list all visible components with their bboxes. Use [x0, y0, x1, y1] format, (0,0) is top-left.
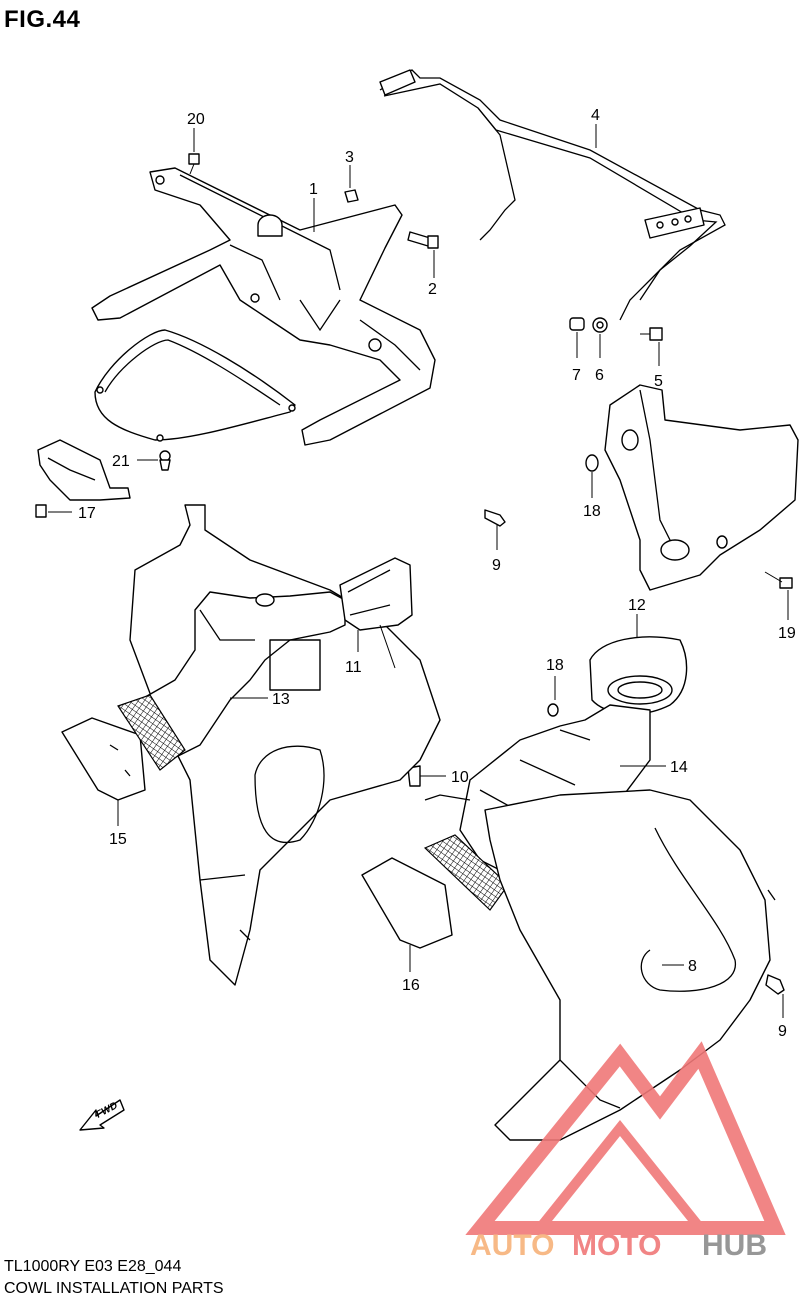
diagram-code: TL1000RY E03 E28_044	[4, 1258, 182, 1275]
callout-21: 21	[112, 453, 130, 470]
stay-rod-part[interactable]	[379, 69, 726, 321]
callout-labels: 20 3 1 2 4 7 6 5 21 17 18 9 12 19 18 11 …	[78, 107, 796, 1040]
callout-16: 16	[402, 977, 420, 994]
left-grille-15[interactable]	[61, 717, 146, 801]
right-upper-cover-part[interactable]	[604, 384, 799, 591]
right-duct-ring-12[interactable]	[589, 636, 688, 715]
callout-leaders	[48, 124, 789, 1018]
callout-9-upper: 9	[492, 557, 501, 574]
duct-sleeve-11[interactable]	[339, 557, 413, 631]
small-bracket-part[interactable]	[37, 439, 131, 501]
fastener-20[interactable]	[188, 153, 200, 175]
cowl-bracket-part[interactable]	[91, 167, 436, 446]
diagram-description: COWL INSTALLATION PARTS	[4, 1280, 224, 1297]
callout-5: 5	[654, 373, 663, 390]
figure-title: FIG.44	[4, 6, 81, 33]
fastener-19[interactable]	[764, 571, 793, 589]
heat-shield-part[interactable]	[94, 329, 296, 442]
callout-6: 6	[595, 367, 604, 384]
fastener-3[interactable]	[344, 189, 359, 203]
fastener-10[interactable]	[407, 765, 421, 787]
fastener-9a[interactable]	[484, 509, 506, 527]
callout-2: 2	[428, 281, 437, 298]
callout-15: 15	[109, 831, 127, 848]
logo-text-auto: AUTO	[470, 1229, 554, 1262]
callout-4: 4	[591, 107, 600, 124]
automotohub-logo: AUTO MOTO HUB	[465, 1041, 786, 1262]
fastener-18b[interactable]	[547, 703, 559, 717]
left-mesh-panel[interactable]	[117, 694, 186, 771]
callout-18-upper: 18	[583, 503, 601, 520]
callout-8: 8	[688, 958, 697, 975]
callout-9-lower: 9	[778, 1023, 787, 1040]
fastener-5[interactable]	[640, 327, 663, 341]
left-air-duct-part[interactable]	[139, 591, 346, 761]
callout-1: 1	[309, 181, 318, 198]
logo-text-moto: MOTO	[572, 1229, 661, 1262]
logo-text-hub: HUB	[702, 1229, 767, 1262]
fastener-6[interactable]	[592, 317, 608, 333]
fastener-2[interactable]	[407, 231, 439, 249]
fastener-18a[interactable]	[585, 454, 599, 472]
callout-17: 17	[78, 505, 96, 522]
callout-7: 7	[572, 367, 581, 384]
fastener-7[interactable]	[569, 317, 585, 331]
callout-18-lower: 18	[546, 657, 564, 674]
callout-12: 12	[628, 597, 646, 614]
fastener-17[interactable]	[35, 504, 47, 518]
callout-19: 19	[778, 625, 796, 642]
callout-13: 13	[272, 691, 290, 708]
callout-3: 3	[345, 149, 354, 166]
fastener-9b[interactable]	[765, 974, 785, 995]
callout-14: 14	[670, 759, 688, 776]
fwd-arrow-icon: FWD	[79, 1099, 125, 1131]
callout-11: 11	[345, 659, 362, 676]
right-grille-16[interactable]	[361, 857, 453, 949]
callout-10: 10	[451, 769, 469, 786]
fastener-21[interactable]	[159, 450, 171, 471]
right-lower-fairing-part[interactable]	[484, 789, 776, 1141]
callout-20: 20	[187, 111, 205, 128]
